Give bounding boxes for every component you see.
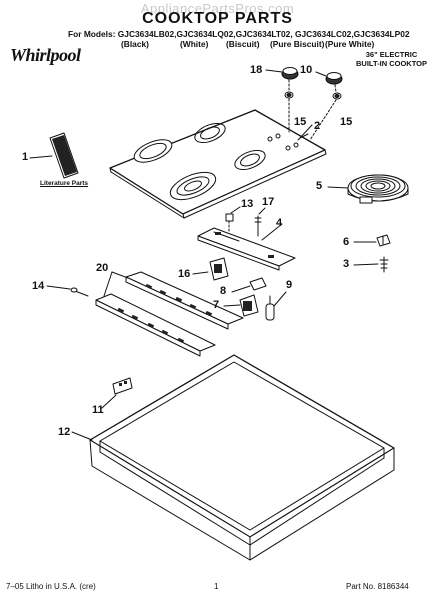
product-label-line1: 36" ELECTRIC [365, 50, 418, 59]
callout-14: 14 [32, 280, 45, 292]
callout-13: 13 [241, 198, 254, 210]
footer-litho: 7–05 Litho in U.S.A. (cre) [6, 582, 96, 591]
callout-18: 18 [250, 64, 263, 76]
support-rail-upper [111, 271, 244, 330]
color-white: (White) [180, 39, 209, 49]
callout-6: 6 [343, 236, 350, 248]
product-label-line2: BUILT-IN COOKTOP [356, 59, 427, 68]
screw-13 [225, 206, 241, 233]
callout-16: 16 [178, 268, 191, 280]
callout-2: 2 [314, 120, 321, 132]
models-line: For Models: GJC3634LB02,GJC3634LQ02,GJC3… [68, 29, 410, 39]
wire-connector-9 [265, 291, 287, 321]
screw-14 [46, 285, 89, 297]
callout-8: 8 [220, 285, 227, 297]
radiant-element [327, 174, 409, 204]
literature-parts-label: Literature Parts [40, 180, 89, 187]
callout-4: 4 [276, 217, 283, 229]
brand-logo: Whirlpool [10, 45, 81, 65]
leader-18 [265, 69, 283, 73]
literature-booklet [29, 132, 79, 179]
footer-part-number: Part No. 8186344 [346, 582, 409, 591]
callout-17: 17 [262, 196, 275, 208]
mounting-bracket [197, 223, 296, 271]
callout-11: 11 [92, 404, 104, 416]
clip-6 [353, 234, 391, 247]
callout-5: 5 [316, 180, 323, 192]
callout-12: 12 [58, 426, 71, 438]
callout-9: 9 [286, 279, 293, 291]
color-pure-biscuit: (Pure Biscuit) [270, 39, 325, 49]
product-label: 36" ELECTRIC BUILT-IN COOKTOP [356, 50, 427, 68]
callout-20: 20 [96, 262, 109, 274]
leader-10 [315, 71, 327, 77]
cooktop-glass [109, 109, 327, 219]
footer-page-number: 1 [214, 582, 219, 591]
burner-box [71, 354, 395, 561]
support-rail-lower [95, 271, 216, 357]
knob-right [309, 72, 343, 141]
leader-2 [297, 124, 313, 141]
page-title: COOKTOP PARTS [142, 10, 293, 27]
callout-10: 10 [300, 64, 313, 76]
clip-11 [101, 377, 133, 409]
screw-3 [353, 256, 389, 273]
terminal-block-16 [192, 257, 229, 281]
knob-left [281, 67, 299, 133]
screw-17 [254, 207, 266, 237]
callout-15-right: 15 [340, 116, 353, 128]
callout-1: 1 [22, 151, 29, 163]
color-biscuit: (Biscuit) [226, 39, 260, 49]
watermark: AppliancePartsPros.com [140, 1, 295, 16]
callout-3: 3 [343, 258, 350, 270]
callout-7: 7 [213, 299, 220, 311]
color-black: (Black) [121, 39, 149, 49]
color-pure-white: (Pure White) [325, 39, 375, 49]
callout-15-left: 15 [294, 116, 307, 128]
terminal-block-7 [223, 294, 259, 317]
clip-8 [231, 277, 267, 293]
